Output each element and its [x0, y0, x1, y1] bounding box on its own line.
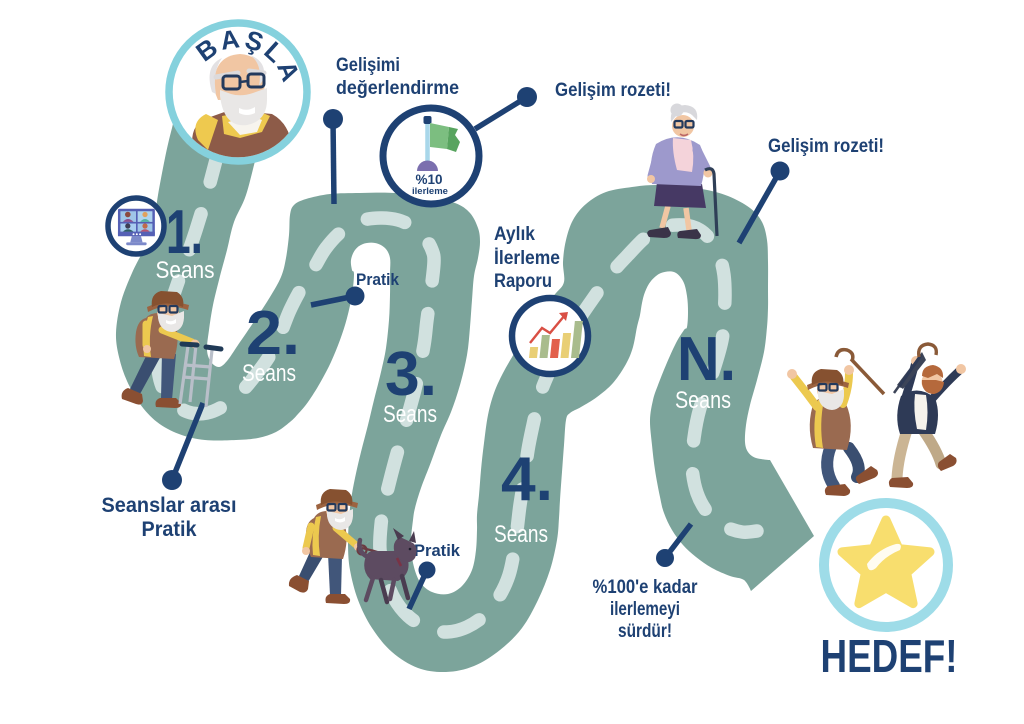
svg-text:Seans: Seans — [242, 360, 296, 387]
svg-text:N.: N. — [677, 325, 736, 394]
svg-text:ilerlemeyi: ilerlemeyi — [610, 599, 680, 620]
svg-text:ilerleme: ilerleme — [412, 186, 448, 197]
svg-text:Seans: Seans — [494, 521, 548, 548]
svg-text:HEDEF!: HEDEF! — [821, 630, 958, 682]
svg-text:değerlendirme: değerlendirme — [336, 78, 459, 99]
svg-text:3.: 3. — [385, 340, 437, 409]
svg-text:Gelişim rozeti!: Gelişim rozeti! — [555, 80, 671, 101]
svg-text:2.: 2. — [246, 299, 300, 368]
svg-text:Seans: Seans — [383, 401, 437, 428]
svg-text:1.: 1. — [166, 198, 203, 267]
svg-text:Pratik: Pratik — [356, 270, 399, 289]
svg-text:Seans: Seans — [675, 387, 731, 414]
svg-text:%10: %10 — [415, 172, 442, 187]
svg-text:Pratik: Pratik — [414, 541, 461, 560]
svg-text:%100'e kadar: %100'e kadar — [593, 577, 699, 598]
svg-text:Seans: Seans — [156, 257, 215, 284]
svg-text:Gelişim rozeti!: Gelişim rozeti! — [768, 136, 884, 157]
svg-text:sürdür!: sürdür! — [618, 621, 672, 642]
svg-text:Raporu: Raporu — [494, 271, 552, 292]
svg-text:Pratik: Pratik — [142, 518, 197, 541]
svg-text:Aylık: Aylık — [494, 224, 535, 245]
svg-text:İlerleme: İlerleme — [494, 248, 560, 269]
svg-text:Seanslar arası: Seanslar arası — [102, 494, 237, 517]
svg-text:4.: 4. — [501, 445, 553, 514]
svg-text:Gelişimi: Gelişimi — [336, 55, 400, 76]
